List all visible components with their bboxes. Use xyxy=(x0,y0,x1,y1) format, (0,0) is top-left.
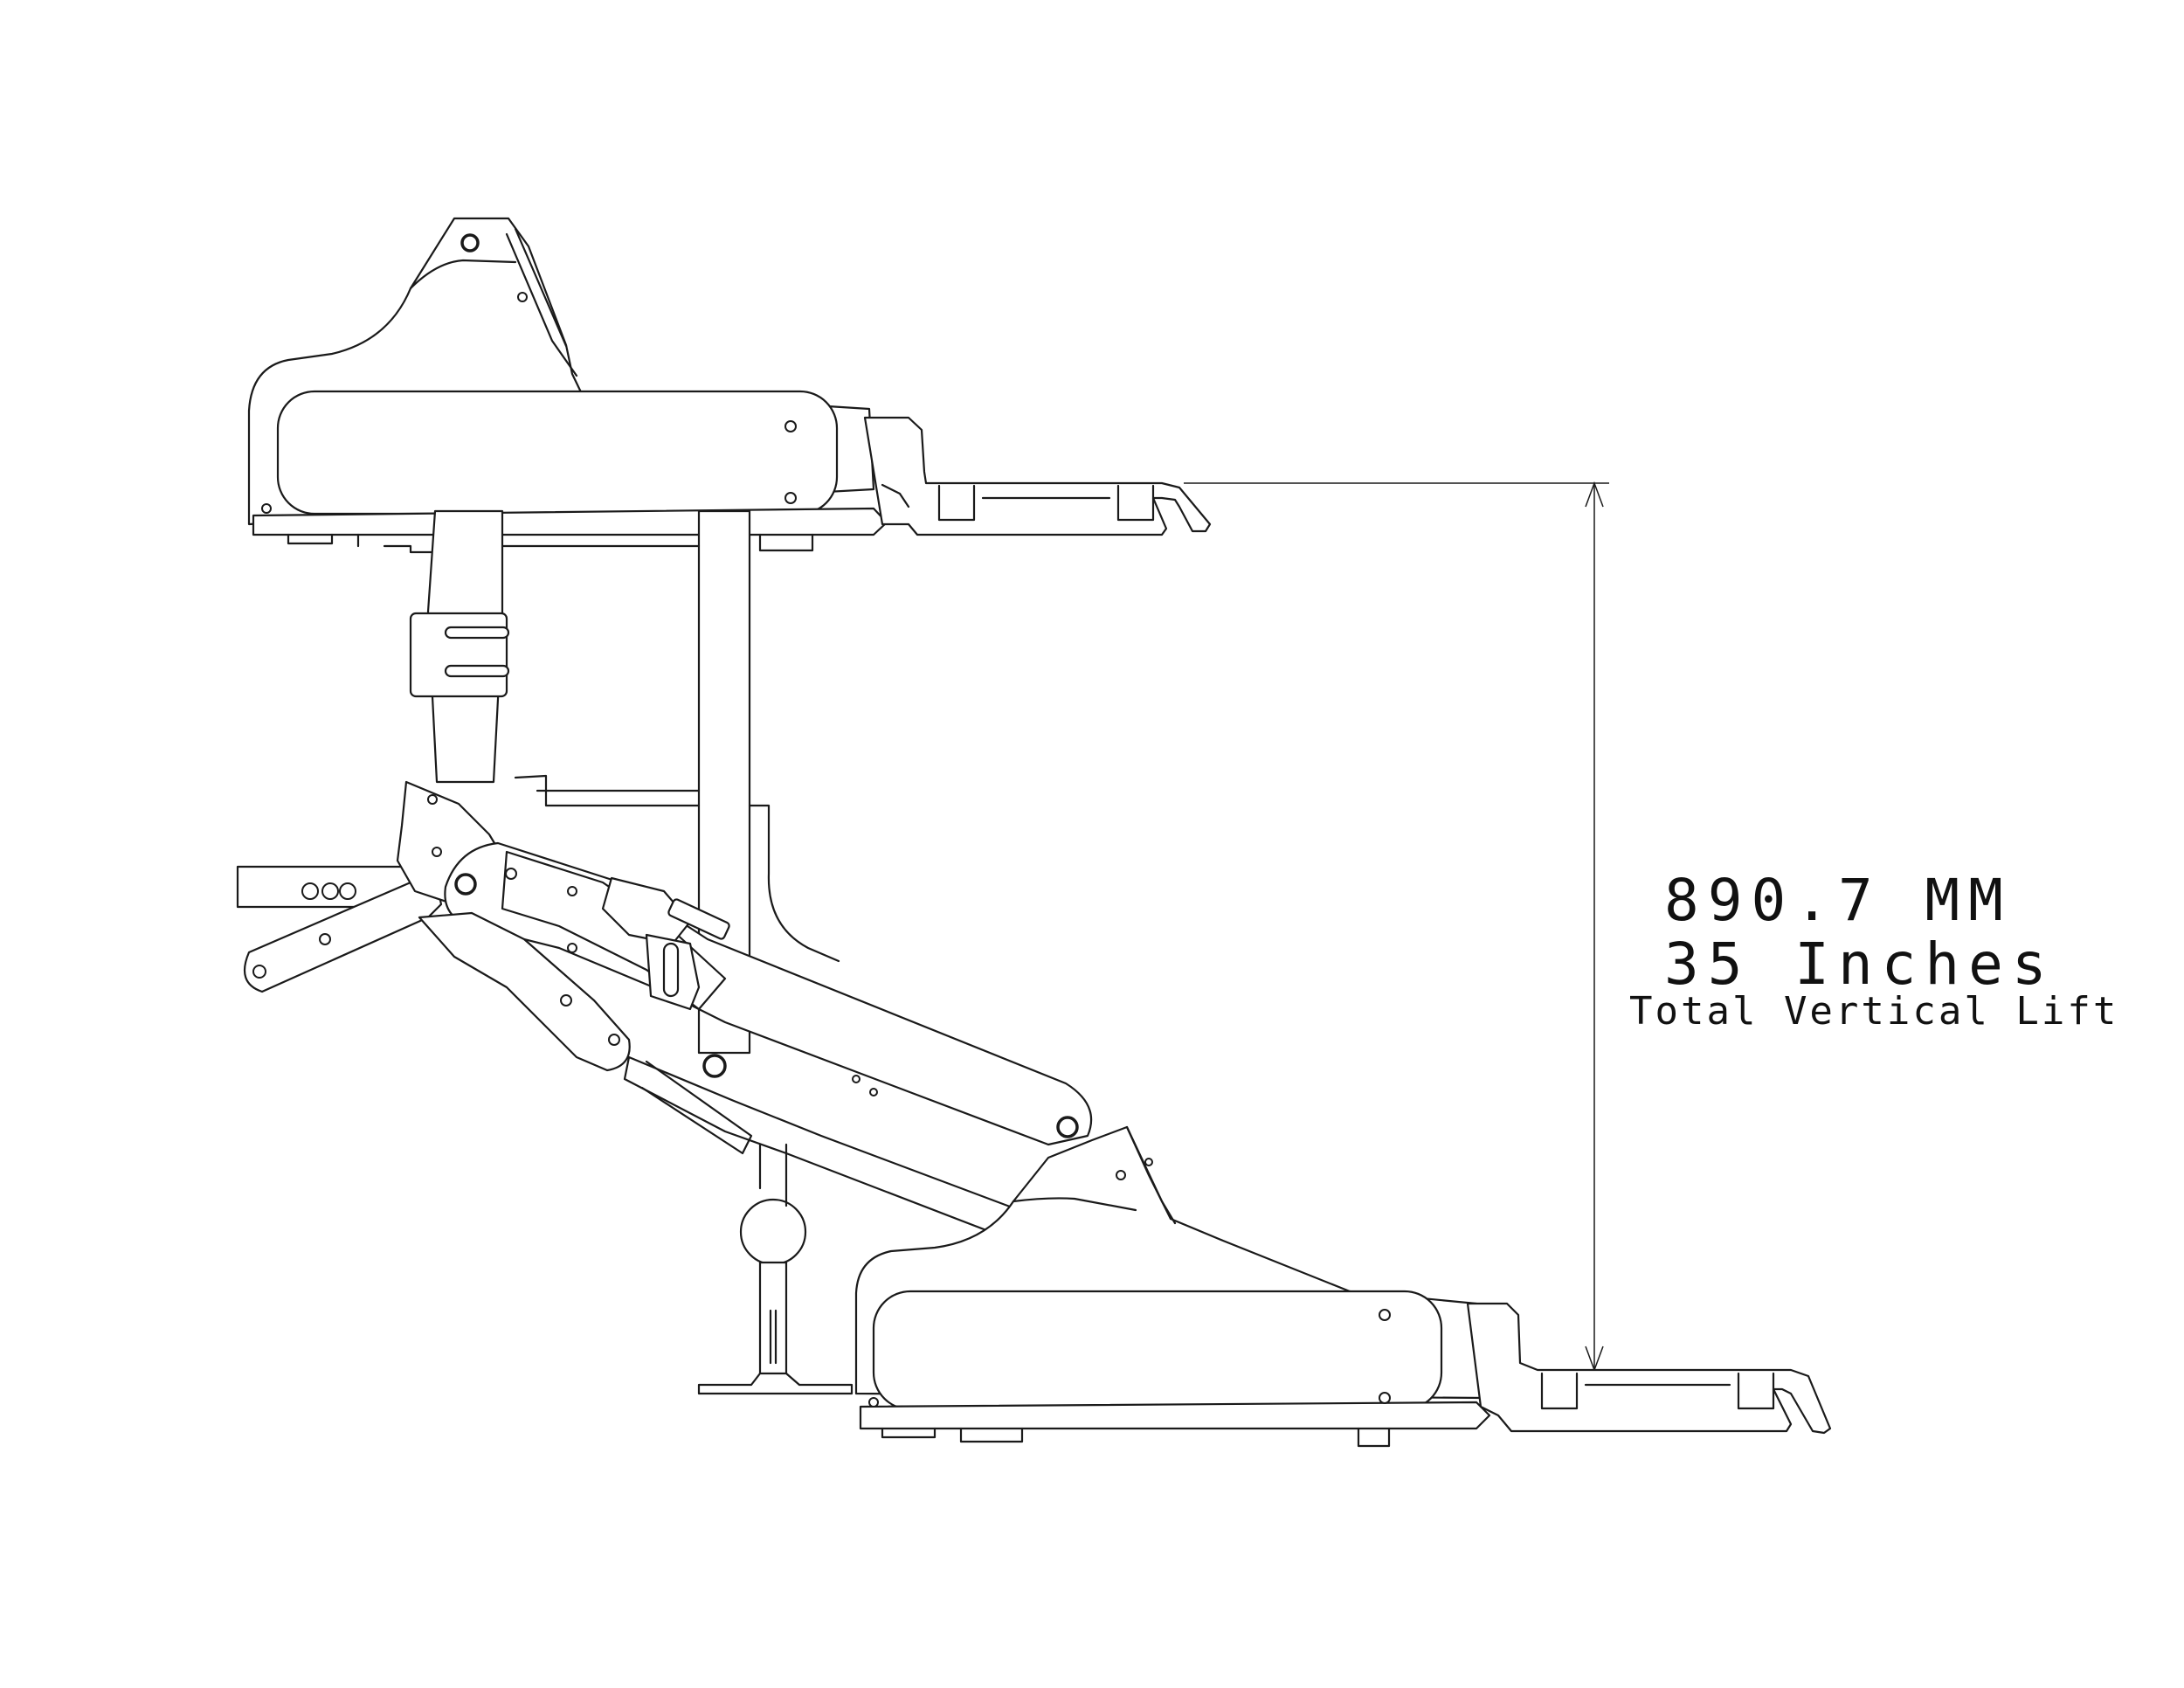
link-hole-b xyxy=(567,886,577,896)
upper-footrest-rail xyxy=(863,416,1212,536)
strut-hole-a xyxy=(852,1075,860,1083)
upper-back-hole xyxy=(517,292,528,302)
jack-post xyxy=(758,1261,788,1382)
lower-rail-slots xyxy=(1540,1372,1775,1410)
lower-arm-hole-b xyxy=(319,933,331,945)
lower-back-hole-b xyxy=(1144,1158,1153,1166)
support-posts xyxy=(409,509,840,1055)
upper-back-inner xyxy=(409,259,517,290)
dimension-arrow-top xyxy=(1585,481,1604,508)
link-hole-a xyxy=(505,868,517,880)
clamp-slot-a xyxy=(444,626,510,640)
lower-cushion-hole-b xyxy=(1379,1392,1391,1404)
post-pivot-bolt xyxy=(702,1054,727,1078)
lower-back-hole xyxy=(1116,1170,1126,1180)
vertical-lift-dimension xyxy=(1184,481,1609,1373)
upper-seat-assembly xyxy=(247,217,1212,554)
lower-seat-base xyxy=(859,1401,1491,1430)
lower-arm-hole-a xyxy=(252,965,266,979)
upper-back-edge xyxy=(514,227,568,348)
strut-bracket xyxy=(640,1060,753,1155)
upper-seat-cushion xyxy=(276,390,839,515)
jack-foot xyxy=(697,1372,854,1395)
upper-base-hole xyxy=(261,503,272,514)
lift-imperial-value: 35 Inches xyxy=(1664,930,2056,998)
lower-back-strap xyxy=(1125,1125,1177,1225)
lower-plate-arm xyxy=(418,911,631,1072)
upper-head-bolt xyxy=(460,233,480,253)
pivot-hole-a xyxy=(427,794,438,805)
lower-back-inner xyxy=(1012,1197,1137,1212)
upper-cushion-hole-a xyxy=(784,420,797,432)
hitch-hole-c xyxy=(339,882,356,900)
back-tube xyxy=(514,774,701,807)
upper-cushion-hole-b xyxy=(784,492,797,504)
ball-knob xyxy=(739,1198,807,1266)
upper-back-strap xyxy=(505,232,578,377)
jack-upper xyxy=(758,1143,788,1207)
actuator-rod xyxy=(667,898,730,940)
hitch-hole-b xyxy=(321,882,339,900)
plate-hole-a xyxy=(560,994,572,1007)
plate-hole-b xyxy=(608,1034,620,1046)
lift-metric-value: 890.7 MM xyxy=(1664,867,2012,934)
pivot-hole-b xyxy=(432,847,442,857)
lower-seat-assembly xyxy=(854,1125,1832,1448)
clamp-slot-b xyxy=(444,664,510,678)
main-pivot-bolt xyxy=(454,873,477,896)
post-clamp xyxy=(409,612,508,698)
lower-footrest-rail xyxy=(1466,1302,1832,1435)
arm-end-bolt xyxy=(1056,1116,1079,1138)
upper-seat-brackets xyxy=(287,533,814,554)
linkage-assembly xyxy=(236,780,1093,1395)
upper-rail-latch xyxy=(881,483,910,508)
upper-rail-slots xyxy=(937,484,1155,522)
hitch-hole-a xyxy=(301,882,319,900)
lower-seat-brackets xyxy=(881,1427,1391,1448)
lift-caption: Total Vertical Lift xyxy=(1629,989,2119,1034)
strut-hole-b xyxy=(869,1088,878,1097)
jack-slot xyxy=(769,1309,778,1365)
lower-cushion-hole-a xyxy=(1379,1309,1391,1321)
plate-hole-c xyxy=(567,943,577,953)
lower-base-hole xyxy=(868,1397,879,1408)
actuator-slot xyxy=(662,942,680,998)
back-plate xyxy=(748,804,840,963)
lower-seat-cushion xyxy=(872,1290,1443,1411)
